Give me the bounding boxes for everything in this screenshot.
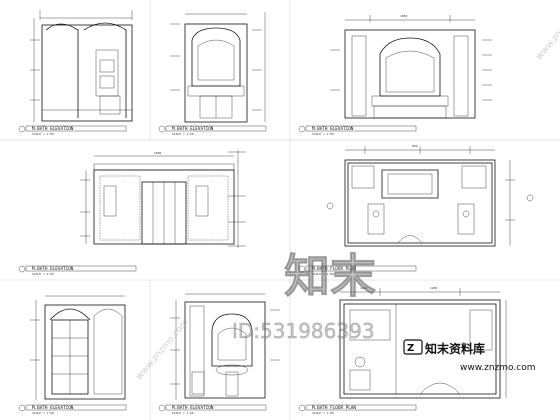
title-floor-plan-1: M.BATH FLOOR PLAN xyxy=(312,266,356,272)
scale-elevation-6: SCALE = 1:50 xyxy=(172,411,194,415)
elevation-2 xyxy=(158,12,267,133)
title-elevation-5: M.BATH ELEVATION xyxy=(32,405,74,411)
watermark-brand: 知末资料库 xyxy=(424,341,485,356)
watermark-diagonal-2: www.znzmo.com xyxy=(135,318,191,382)
dim-top-8b: 1200 xyxy=(430,286,437,290)
watermark-logo-icon: Z xyxy=(403,339,423,355)
scale-elevation-5: SCALE = 1:50 xyxy=(32,411,54,415)
dim-top-5: 850 xyxy=(412,144,418,148)
elevation-4 xyxy=(18,150,246,273)
scale-elevation-3: SCALE = 1:50 xyxy=(312,132,334,136)
scale-elevation-2: SCALE = 1:50 xyxy=(172,132,194,136)
title-floor-plan-2: M.BATH FLOOR PLAN xyxy=(312,405,356,411)
title-elevation-6: M.BATH ELEVATION xyxy=(172,405,214,411)
watermark-diagonal-1: www.znzmo.com xyxy=(535,0,560,62)
scale-elevation-4: SCALE = 1:50 xyxy=(32,272,54,276)
title-elevation-4: M.BATH ELEVATION xyxy=(32,266,74,272)
title-elevation-1: M.BATH ELEVATION xyxy=(32,126,74,132)
watermark-logo-text: 知末 xyxy=(284,249,376,303)
scale-floor-plan-2: SCALE = 1:50 xyxy=(312,411,334,415)
floor-plan-2 xyxy=(298,288,507,412)
dim-top-4: 1600 xyxy=(154,151,161,155)
scale-elevation-1: SCALE = 1:50 xyxy=(32,132,54,136)
elevation-1 xyxy=(18,10,133,133)
watermark-id: ID:531986393 xyxy=(232,319,375,343)
elevation-6 xyxy=(158,293,280,412)
watermark-url: www.znzmo.com xyxy=(460,363,535,373)
scale-floor-plan-1: SCALE = 1:50 xyxy=(312,272,334,276)
floor-plan-1 xyxy=(298,146,534,273)
elevation-5 xyxy=(18,295,127,412)
title-elevation-2: M.BATH ELEVATION xyxy=(172,126,214,132)
title-elevation-3: M.BATH ELEVATION xyxy=(312,126,354,132)
elevation-3 xyxy=(298,15,492,133)
svg-text:Z: Z xyxy=(407,343,414,354)
dim-top-8a: 1200 xyxy=(360,286,367,290)
dim-top-3: 1050 xyxy=(400,14,407,18)
